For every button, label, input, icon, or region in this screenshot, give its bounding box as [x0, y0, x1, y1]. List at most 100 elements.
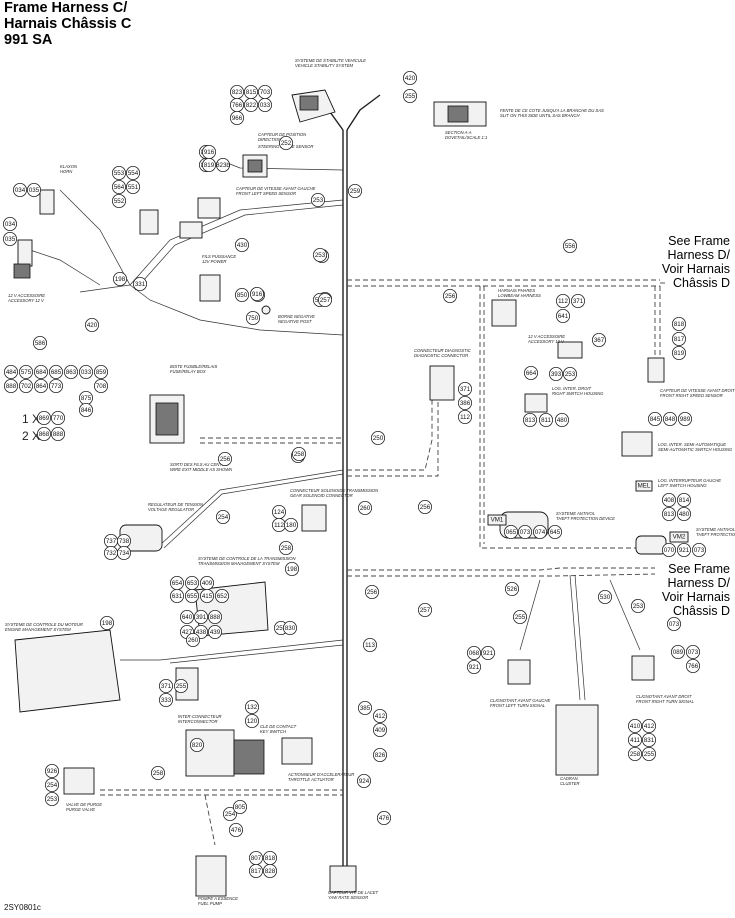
callout-circle	[457, 395, 472, 410]
callout-circle	[549, 366, 564, 381]
component-label-leftsw-fr: LOG. INTERRUPTEUR GAUCHE	[658, 478, 721, 483]
callout-number: 703	[260, 89, 271, 96]
component-label-theft2-fr: SYSTEME ANTIVOL	[696, 527, 735, 532]
callout-circle	[207, 610, 222, 625]
callout-255: 255	[173, 679, 188, 694]
component-label-ems-en: ENGINE MANAGEMENT SYSTEM	[5, 627, 71, 632]
callout-circle	[214, 589, 229, 604]
title-line-2: Harnais Châssis C	[4, 16, 132, 32]
callout-circle	[193, 610, 208, 625]
callout-circle	[3, 216, 17, 231]
callout-530: 530	[598, 590, 613, 605]
see-frame-text: Châssis D	[673, 604, 730, 618]
connector-430	[179, 221, 203, 239]
callout-number: 074	[535, 529, 546, 536]
callout-number: 253	[47, 796, 58, 803]
callout-circle	[642, 733, 657, 748]
callout-864: 864	[34, 378, 49, 393]
fuse-block	[155, 402, 179, 436]
callout-number: 921	[483, 650, 494, 657]
callout-number: 645	[550, 529, 561, 536]
title-line-1: Frame Harness C/	[4, 0, 128, 16]
callout-circle	[662, 543, 677, 558]
callout-number: 732	[106, 550, 117, 557]
component-label-leftsw-en: LEFT SWITCH HOUSING	[658, 483, 707, 488]
component-label-acc2-en: ACCESSORY 12 V	[527, 339, 565, 344]
callout-circle	[518, 525, 533, 540]
callout-257: 257	[417, 603, 432, 618]
callout-393: 393	[549, 366, 564, 381]
callout-number: 685	[51, 369, 62, 376]
components	[13, 89, 667, 897]
callout-number: 770	[53, 415, 64, 422]
callout-circle	[126, 165, 141, 180]
callout-circle	[642, 719, 657, 734]
callout-number: 819	[674, 350, 685, 357]
component-label-regulator-fr: REGULATEUR DE TENSION	[148, 502, 204, 507]
callout-number: 258	[281, 545, 292, 552]
callout-circle	[64, 364, 79, 379]
callout-number: 415	[202, 593, 213, 600]
callout-circle	[33, 335, 48, 350]
callout-circle	[628, 733, 643, 748]
callout-circle	[112, 193, 127, 208]
callout-circle	[12, 182, 27, 197]
callout-circle	[249, 286, 264, 301]
callout-859: 859	[94, 364, 109, 379]
callout-734: 734	[117, 546, 132, 561]
callout-number: 586	[35, 340, 46, 347]
callout-number: 702	[21, 383, 32, 390]
callout-198: 198	[113, 271, 128, 286]
callout-888: 888	[4, 378, 18, 393]
front-right-speed-sensor	[647, 357, 665, 383]
callout-number: 070	[664, 547, 675, 554]
callout-circle	[45, 764, 60, 779]
callout-386: 386	[457, 395, 472, 410]
callout-number: 553	[114, 170, 125, 177]
callout-034: 034	[3, 216, 17, 231]
callout-412: 412	[372, 709, 387, 724]
callout-number: 254	[218, 514, 229, 521]
callout-number: 439	[210, 629, 221, 636]
callout-circle	[402, 71, 417, 86]
callout-180: 180	[283, 518, 298, 533]
callout-number: 989	[680, 416, 691, 423]
callout-circle	[312, 247, 327, 262]
callout-476: 476	[376, 811, 391, 826]
callout-640: 640	[179, 610, 194, 625]
callout-371: 371	[457, 381, 472, 396]
callout-253: 253	[312, 247, 327, 262]
callout-850: 850	[234, 287, 249, 302]
callout-number: 817	[251, 868, 262, 875]
callout-circle	[85, 317, 100, 332]
callout-number: 255	[176, 683, 187, 690]
callout-circle	[598, 590, 613, 605]
callout-circle	[49, 364, 64, 379]
callout-circle	[243, 98, 258, 113]
component-label-pump-en: FUEL PUMP	[198, 901, 222, 906]
callout-253: 253	[631, 599, 646, 614]
callout-035: 035	[26, 182, 41, 197]
tag-vm2	[669, 531, 689, 543]
callout-circle	[480, 646, 495, 661]
component-label-flspeed-en: FRONT LEFT SPEED SENSOR	[236, 191, 296, 196]
component-label-acc-fr: 12 V ACCESSOIRE	[8, 293, 45, 298]
callout-823: 823	[229, 85, 244, 100]
callout-number: 530	[600, 594, 611, 601]
callout-circle	[278, 541, 293, 556]
callout-circle	[671, 645, 686, 660]
callout-number: 255	[276, 625, 287, 632]
component-label-theft2-en: THEFT PROTECTION DEVICE	[696, 532, 735, 537]
see-frame-text: See Frame	[668, 562, 730, 576]
callout-number: 034	[15, 187, 26, 194]
callout-number: 807	[251, 855, 262, 862]
see-frame-text: See Frame	[668, 234, 730, 248]
callout-815: 815	[243, 85, 258, 100]
callout-circle	[556, 293, 571, 308]
callout-circle	[283, 518, 298, 533]
callout-circle	[201, 157, 216, 172]
component-label-fwd-fr: LOG. INTER. DROIT	[552, 386, 592, 391]
component-label-purge-en: PURGE VALVE	[66, 807, 95, 812]
callout-552: 552	[112, 193, 127, 208]
callout-number: 250	[373, 435, 384, 442]
